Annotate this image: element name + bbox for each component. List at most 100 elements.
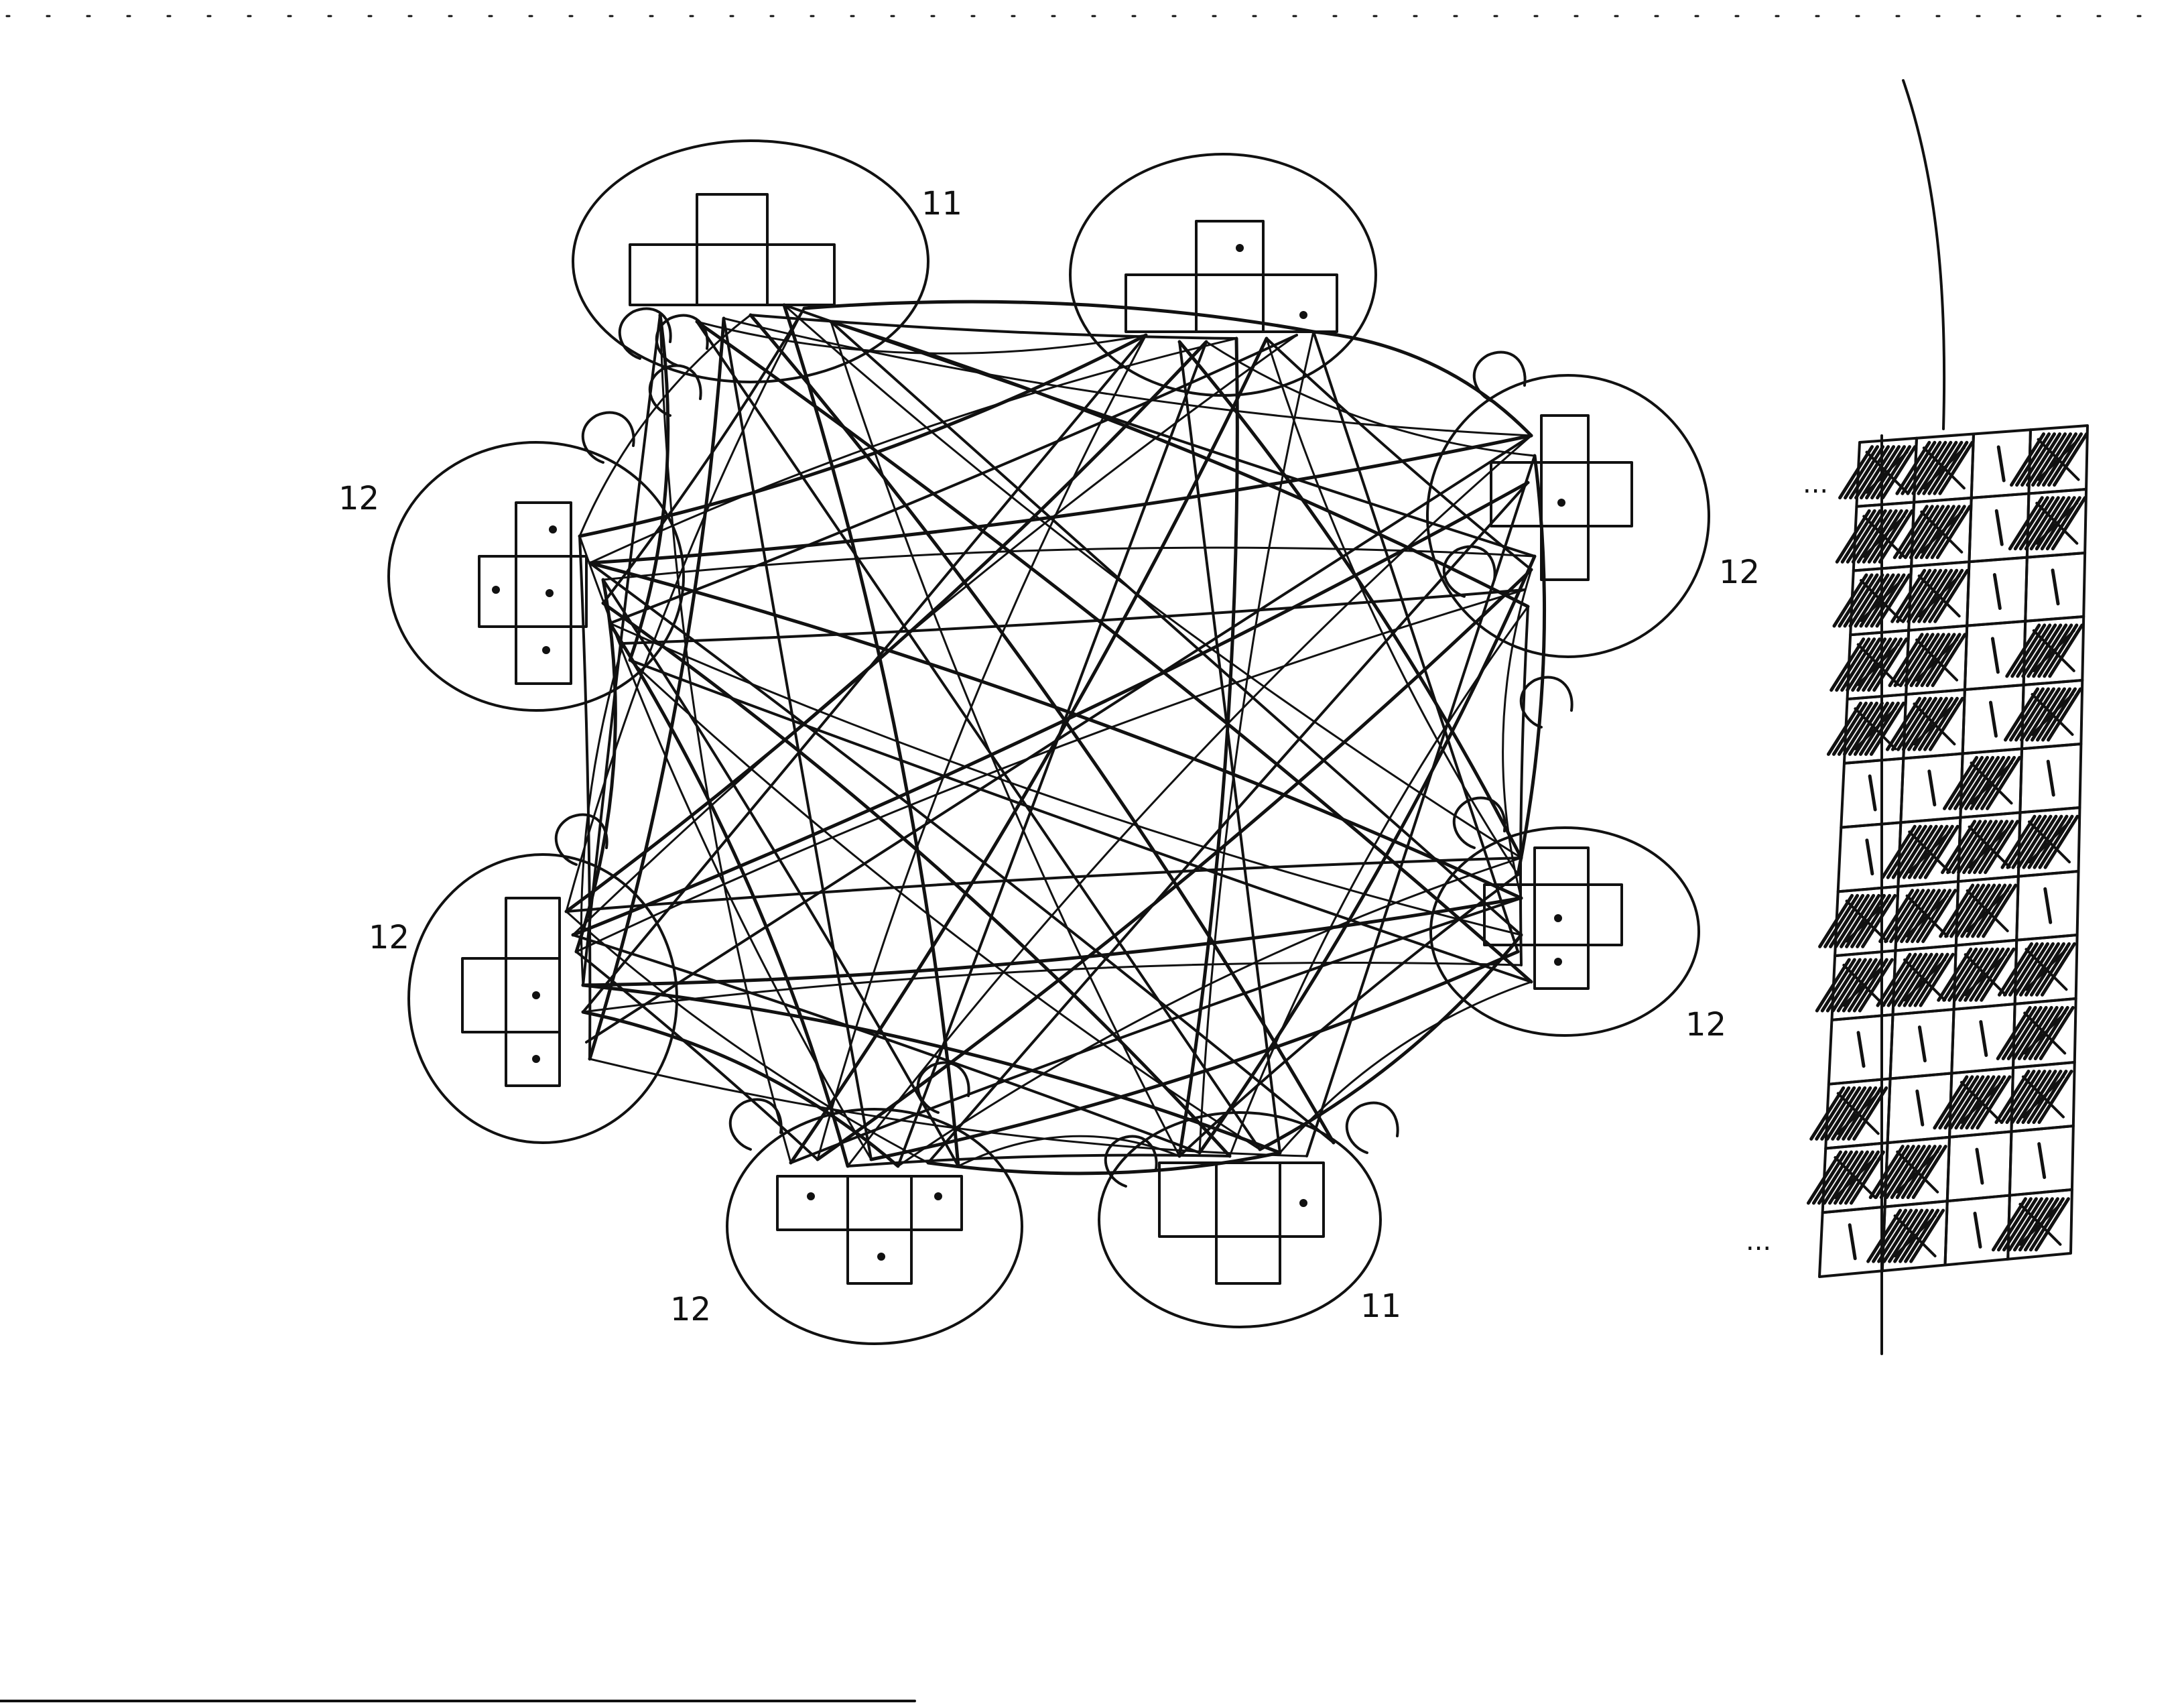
loop-line xyxy=(648,364,702,417)
connection-line xyxy=(602,307,806,605)
cluster-right-upper: 12 xyxy=(1426,374,1760,658)
connection-line xyxy=(575,588,1526,953)
hatch-fill xyxy=(1880,824,1960,879)
cluster-top-left: 11 xyxy=(572,139,962,383)
connection-line xyxy=(1178,340,1281,1154)
connection-line xyxy=(608,334,1298,625)
connection-line xyxy=(789,897,1523,1164)
hatch-fill xyxy=(1888,633,1967,688)
connection-line xyxy=(588,337,1238,564)
hatch-fill xyxy=(1868,1145,1947,1200)
connection-line xyxy=(789,336,1269,1165)
cluster-label: 12 xyxy=(338,480,379,517)
hatch-fill xyxy=(1832,573,1911,628)
connection-line xyxy=(830,320,1181,1157)
hatch-fill xyxy=(1878,889,1957,944)
connection-line xyxy=(927,481,1529,1164)
connection-lines xyxy=(554,300,1573,1188)
hatch-fill xyxy=(1943,755,2022,810)
hatch-fill xyxy=(1809,1086,1888,1141)
hatch-fill xyxy=(1876,952,1955,1007)
cluster-label: 12 xyxy=(369,919,409,956)
hatch-fill xyxy=(2004,687,2082,742)
hatch-fill xyxy=(1885,696,1964,751)
connection-line xyxy=(588,1058,1308,1157)
tick-mark xyxy=(1917,1025,1927,1063)
cluster-right-lower: 12 xyxy=(1429,826,1726,1044)
cluster-bottom-right: 11 xyxy=(1098,1111,1401,1328)
connection-line xyxy=(588,561,1523,900)
tick-mark xyxy=(1979,1020,1988,1058)
connection-line xyxy=(816,334,1147,1161)
connection-line xyxy=(749,314,1238,340)
ellipsis-bottom: ... xyxy=(1746,1226,1771,1257)
strip-grid xyxy=(1806,424,2089,1278)
tick-mark xyxy=(1856,1031,1866,1068)
cluster-label: 12 xyxy=(670,1291,711,1328)
connection-line xyxy=(574,578,617,954)
loop-line xyxy=(1472,351,1527,403)
ellipsis-top: ... xyxy=(1803,468,1828,499)
hatch-fill xyxy=(2005,623,2084,678)
tick-mark xyxy=(1868,774,1877,812)
hatch-fill xyxy=(1939,883,2018,938)
connection-line xyxy=(1177,340,1523,860)
hatch-fill xyxy=(1890,568,1970,623)
cluster-label: 12 xyxy=(1719,554,1760,591)
connection-line xyxy=(565,910,929,1164)
tick-mark xyxy=(2037,1142,2047,1180)
hatch-fill xyxy=(1806,1150,1885,1205)
connection-line xyxy=(601,601,1232,1158)
hatch-fill xyxy=(1818,893,1897,948)
connection-line xyxy=(1305,454,1536,1157)
hatch-fill xyxy=(1892,505,1972,560)
connection-line xyxy=(782,303,960,1168)
tick-mark xyxy=(1975,1147,1984,1185)
hatch-fill xyxy=(1997,942,2076,997)
connection-line xyxy=(582,334,1147,1013)
clusters: 11 12 12 xyxy=(338,139,1760,1345)
connection-line xyxy=(1312,330,1519,953)
connection-line xyxy=(581,1010,900,1168)
connection-line xyxy=(572,934,1201,1154)
loop-line xyxy=(728,1098,783,1151)
connection-line xyxy=(1502,568,1533,899)
connection-line xyxy=(581,983,1282,1155)
tick-mark xyxy=(1973,1211,1982,1249)
connection-line xyxy=(1205,340,1536,457)
cluster-bottom-left: 12 xyxy=(670,1108,1023,1345)
connection-line xyxy=(1311,330,1533,438)
loop-line xyxy=(655,314,709,367)
connection-line xyxy=(585,434,1533,1044)
tick-mark xyxy=(1927,769,1937,807)
tick-mark xyxy=(1994,509,2004,546)
loop-line xyxy=(1452,796,1506,849)
connection-line xyxy=(629,659,1533,983)
hatch-fill xyxy=(1941,820,2020,875)
cluster-left-lower: 12 xyxy=(369,853,678,1144)
connection-line xyxy=(628,313,670,662)
hatch-fill xyxy=(1826,701,1905,756)
connection-line xyxy=(897,857,1523,1167)
tick-mark xyxy=(2046,759,2055,797)
connection-line xyxy=(575,950,819,1161)
loop-line xyxy=(581,411,635,464)
loop-line xyxy=(554,813,608,866)
connection-line xyxy=(565,857,1523,913)
tick-mark xyxy=(1915,1089,1925,1127)
connection-line xyxy=(602,546,1536,581)
connection-line xyxy=(622,588,1526,645)
tick-mark xyxy=(2043,887,2053,924)
hatch-fill xyxy=(2010,432,2089,487)
loop-line xyxy=(1345,1101,1399,1154)
connection-line xyxy=(1177,336,1239,1158)
hatch-fill xyxy=(1895,440,1974,495)
connection-line xyxy=(1198,554,1537,1155)
connection-line xyxy=(582,961,1523,1013)
tick-mark xyxy=(1990,637,2000,674)
connection-line xyxy=(695,320,1533,984)
connection-line xyxy=(1279,981,1533,1154)
hatch-fill xyxy=(1933,1075,2012,1130)
tick-mark xyxy=(1865,838,1874,876)
